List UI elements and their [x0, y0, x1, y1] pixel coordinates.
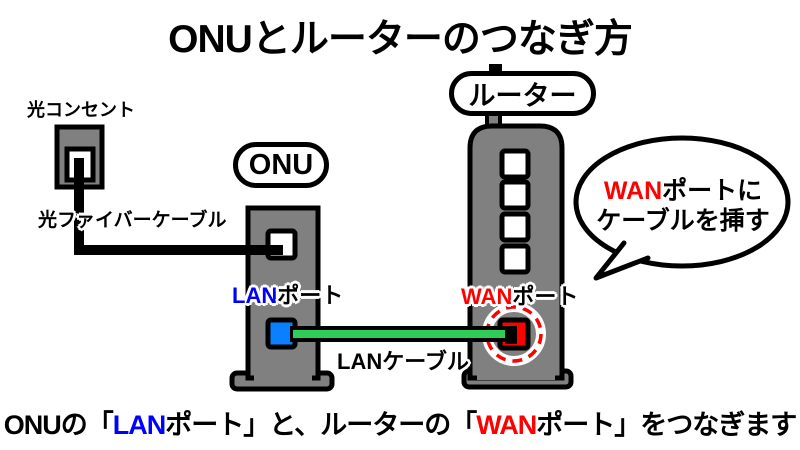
router-name-badge-text: ルーター	[468, 81, 577, 111]
wan-highlight-dashed-circle	[485, 305, 543, 363]
lan-port-label-port: ポート	[277, 283, 344, 308]
router-indicator-square	[499, 148, 531, 180]
wan-port-label-wan: WAN	[461, 284, 513, 309]
wan-port-label: WANポート	[461, 279, 578, 311]
lan-cable-label: LANケーブル	[337, 349, 469, 374]
lan-cable	[293, 330, 512, 338]
speech-bubble-line1: WANポートに	[592, 176, 774, 206]
router-base-join	[477, 367, 555, 380]
speech-bubble-tail	[593, 240, 651, 281]
speech-bubble-line2: ケーブルを挿す	[596, 207, 770, 235]
router-indicator-square	[499, 243, 531, 275]
onu-name-badge-text: ONU	[248, 148, 314, 181]
lan-port-label-lan: LAN	[232, 283, 278, 308]
bottom-caption: ONUの「LANポート」と、ルーターの「WANポート」をつなぎます	[0, 403, 800, 442]
router-indicator-square	[499, 179, 531, 211]
router-name-badge: ルーター	[449, 71, 596, 116]
speech-bubble-line1-rest: ポートに	[662, 177, 763, 205]
optical-outlet-label: 光コンセント	[27, 100, 135, 120]
router-indicator-square	[499, 211, 531, 243]
fiber-cable-vertical	[74, 158, 84, 255]
caption-part3: ポート」をつなぎます	[536, 410, 797, 440]
fiber-cable-label: 光ファイバーケーブル	[38, 210, 227, 231]
lan-port-label: LANポート	[232, 278, 343, 310]
onu-name-badge: ONU	[233, 142, 329, 188]
speech-bubble-text: WANポートに ケーブルを挿す	[592, 176, 774, 236]
caption-lan: LAN	[112, 410, 166, 440]
speech-bubble	[573, 135, 791, 269]
caption-part2: ポート」と、ルーターの「	[165, 410, 477, 440]
lan-cable-plug	[505, 326, 517, 344]
speech-bubble-wan: WAN	[603, 177, 663, 205]
page-title: ONUとルーターのつなぎ方	[168, 18, 633, 61]
router-antenna-tip	[489, 64, 502, 72]
wan-port-label-port: ポート	[512, 284, 579, 309]
caption-part1: ONUの「	[3, 410, 114, 440]
fiber-cable-horizontal	[74, 245, 283, 255]
caption-wan: WAN	[476, 410, 537, 440]
onu-base-join	[254, 370, 312, 382]
